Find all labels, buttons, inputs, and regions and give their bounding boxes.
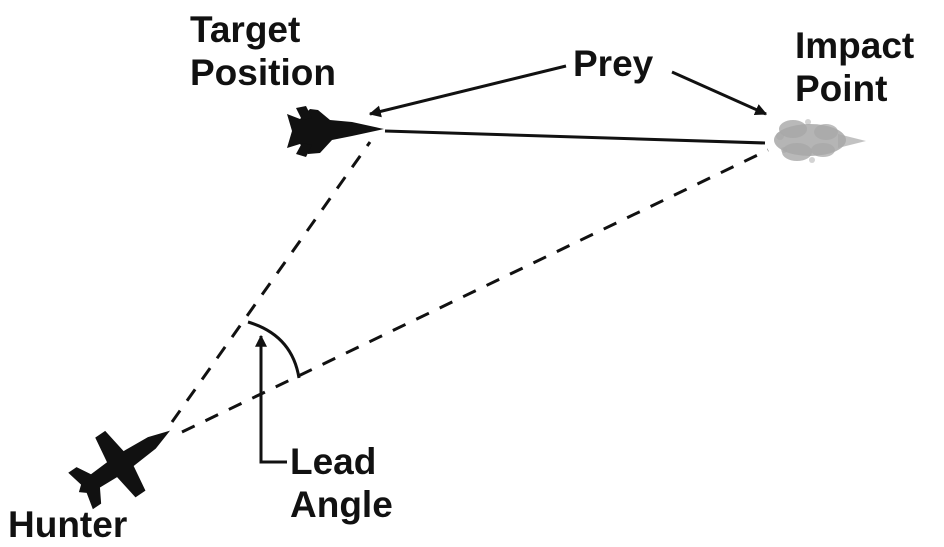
impact-point-label: Impact Point [795,24,914,110]
lead-angle-label: Lead Angle [290,440,393,526]
prey-arrow-to-target [368,64,567,118]
target-position-label: Target Position [190,8,336,94]
impact-point-label-line1: Impact [795,25,915,66]
lead-angle-label-line1: Lead [290,441,377,482]
target-path-line [384,129,766,145]
impact-point-icon [774,119,866,163]
target-position-label-line2: Position [190,52,336,93]
target-position-label-line1: Target [190,9,301,50]
lead-angle-arc [247,320,301,379]
prey-label: Prey [573,43,654,84]
hunter-label: Hunter [8,504,128,545]
prey-arrow-to-impact [671,70,768,116]
line-of-sight-dashed [170,141,372,423]
lead-angle-label-line2: Angle [290,484,393,525]
impact-point-label-line2: Point [795,68,888,109]
lead-line-dashed [181,148,769,434]
hunter-aircraft-icon [68,430,171,510]
lead-angle-pointer [255,334,287,464]
target-aircraft-icon [287,106,384,157]
